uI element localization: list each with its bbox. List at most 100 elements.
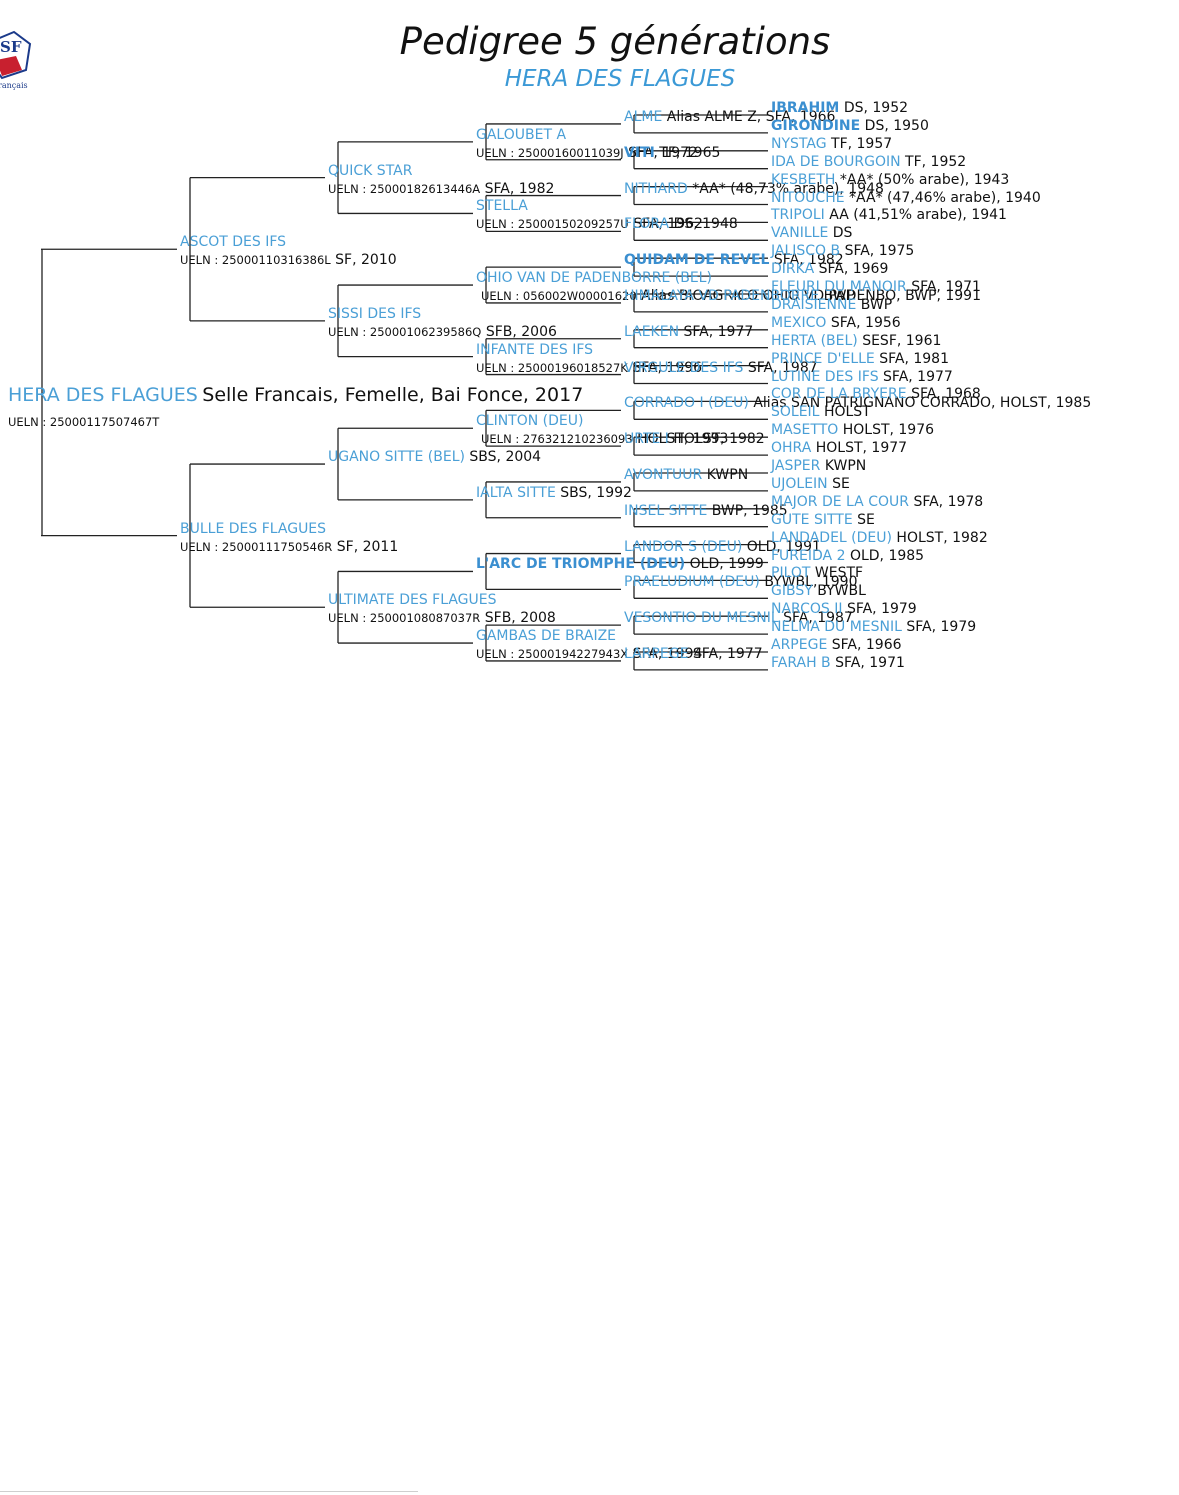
horse-name-link[interactable]: AVONTUUR — [624, 466, 703, 483]
ueln-line: UELN : 25000108087037R SFB, 2008 — [328, 610, 556, 626]
horse-details: KWPN — [706, 466, 749, 483]
horse-name-link[interactable]: BULLE DES FLAGUES — [180, 520, 327, 537]
horse-name-link[interactable]: SISSI DES IFS — [328, 305, 422, 322]
horse-details: SF, 2010 — [335, 252, 397, 269]
horse-name-link[interactable]: HERTA (BEL) — [771, 332, 858, 349]
horse-name-link[interactable]: GAMBAS DE BRAIZE — [476, 628, 617, 645]
ueln-line: UELN : 25000117507467T — [8, 414, 159, 430]
horse-name-link[interactable]: VIRGULE DES IFS — [624, 359, 744, 376]
horse-entry-gen4: QUIDAM DE REVEL SFA, 1982 — [624, 252, 844, 268]
horse-name-link[interactable]: NITHARD — [624, 180, 688, 197]
horse-name-link[interactable]: ULTIMATE DES FLAGUES — [328, 592, 497, 609]
horse-details: SBS, 2004 — [469, 449, 542, 466]
horse-name-link[interactable]: GUTE SITTE — [771, 511, 853, 528]
horse-name-link[interactable]: VANILLE — [771, 225, 829, 242]
horse-name-link[interactable]: SOLEIL — [771, 404, 820, 421]
horse-name-link[interactable]: COR DE LA BRYERE — [771, 386, 907, 403]
horse-name-link[interactable]: MASETTO — [771, 422, 839, 439]
horse-name-link[interactable]: L'ARC DE TRIOMPHE (DEU) — [476, 556, 686, 573]
horse-name-link[interactable]: IBRAHIM — [771, 100, 840, 116]
horse-name-link[interactable]: NELMA DU MESNIL — [771, 619, 902, 636]
horse-name-link[interactable]: GIRONDINE — [771, 117, 861, 134]
horse-name-link[interactable]: LAEKEN — [624, 323, 680, 340]
horse-name-link[interactable]: DIRKA — [771, 261, 815, 278]
horse-details: Alias SAN PATRIGNANO CORRADO, HOLST, 198… — [753, 395, 1092, 412]
ueln-code: UELN : 25000108087037R — [328, 611, 481, 626]
horse-details: SF, 2011 — [336, 538, 399, 555]
horse-name-link[interactable]: NITOUCHE — [771, 189, 845, 206]
horse-name-link[interactable]: CLINTON (DEU) — [476, 413, 584, 430]
horse-name-link[interactable]: UJOLEIN — [771, 475, 828, 492]
horse-name-link[interactable]: JASPER — [771, 458, 821, 474]
horse-entry-gen5: PILOT WESTF — [771, 565, 863, 581]
horse-name-link[interactable]: MEXICO — [771, 314, 827, 331]
horse-name-link[interactable]: HERA DES FLAGUES — [8, 384, 198, 407]
horse-details: AA (41,51% arabe), 1941 — [829, 207, 1007, 224]
horse-name-link[interactable]: INSEL SITTE — [624, 502, 708, 519]
horse-details: SFA, 1972 — [628, 144, 698, 161]
horse-entry-gen5: SOLEIL HOLST — [771, 404, 871, 420]
horse-name-link[interactable]: LANDOR S (DEU) — [624, 538, 743, 555]
horse-entry-gen5: JALISCO B SFA, 1975 — [771, 243, 914, 259]
horse-name-link[interactable]: LARPEGE — [624, 645, 689, 662]
horse-name-link[interactable]: DRAISIENNE — [771, 296, 857, 313]
horse-details: SFA, 1977 — [883, 368, 953, 385]
ueln-line: UELN : 25000106239586Q SFB, 2006 — [328, 324, 557, 340]
horse-details: BYWBL — [817, 583, 866, 600]
horse-entry-gen5: GUTE SITTE SE — [771, 512, 875, 528]
horse-name-link[interactable]: NARCOS II — [771, 601, 843, 618]
horse-details: *AA* (48,73% arabe), 1948 — [692, 180, 884, 197]
horse-entry-gen4: INSEL SITTE BWP, 1985 — [624, 503, 788, 519]
horse-name-link[interactable]: PRAELUDIUM (DEU) — [624, 574, 760, 591]
horse-entry-gen4: VESONTIO DU MESNIL SFA, 1987 — [624, 610, 853, 626]
horse-name-link[interactable]: MAJOR DE LA COUR — [771, 493, 909, 510]
horse-name-link[interactable]: TRIPOLI — [771, 207, 825, 224]
ueln-line: UELN : 25000182613446A SFA, 1982 — [328, 181, 554, 197]
horse-name-link[interactable]: ASCOT DES IFS — [180, 234, 287, 251]
horse-entry-gen5: GIRONDINE DS, 1950 — [771, 118, 929, 134]
horse-name-link[interactable]: LANDADEL (DEU) — [771, 529, 892, 546]
horse-name-link[interactable]: HIMALAYA VD PADENBORRE — [624, 287, 820, 304]
horse-name-link[interactable]: VITI — [624, 144, 655, 161]
horse-name-link[interactable]: NYSTAG — [771, 135, 827, 152]
horse-name-link[interactable]: INFANTE DES IFS — [476, 341, 594, 358]
page-title: Pedigree 5 générations — [399, 20, 831, 63]
page-subtitle: HERA DES FLAGUES — [504, 66, 736, 92]
horse-details: OLD, 1991 — [746, 538, 821, 555]
horse-name-link[interactable]: GALOUBET A — [476, 126, 567, 143]
horse-entry-gen4: LAEKEN SFA, 1977 — [624, 324, 753, 340]
horse-name-link[interactable]: ALME — [624, 108, 663, 125]
horse-name-link[interactable]: CORRADO I (DEU) — [624, 395, 749, 412]
horse-name-link[interactable]: QUIDAM DE REVEL — [624, 252, 770, 269]
horse-name-link[interactable]: ARPEGE — [771, 637, 828, 653]
horse-details: DS, 1950 — [864, 117, 929, 134]
horse-details: DS — [832, 225, 853, 242]
horse-name-link[interactable]: STELLA — [476, 198, 528, 215]
horse-name-link[interactable]: URTE I — [624, 431, 669, 448]
horse-details: TF, 1957 — [831, 135, 893, 152]
horse-name-link[interactable]: IALTA SITTE — [476, 484, 556, 501]
horse-details: *AA* (50% arabe), 1943 — [839, 171, 1010, 188]
ueln-line: UELN : 25000194227943X SFA, 1994 — [476, 646, 702, 662]
horse-name-link[interactable]: FLORA — [624, 216, 670, 233]
horse-name-link[interactable]: LUTINE DES IFS — [771, 368, 879, 385]
horse-name-link[interactable]: OHIO VAN DE PADENBORRE (BEL) — [476, 270, 712, 287]
horse-name-link[interactable]: JALISCO B — [771, 243, 841, 260]
horse-name-link[interactable]: FLEURI DU MANOIR — [771, 279, 907, 295]
horse-name-link[interactable]: PILOT — [771, 565, 811, 582]
horse-name-link[interactable]: QUICK STAR — [328, 162, 413, 179]
horse-entry-gen4: ALME Alias ALME Z, SFA, 1966 — [624, 109, 835, 125]
horse-name-link[interactable]: FARAH B — [771, 654, 831, 671]
ueln-line: UELN : 056002W00001620 Alias BIOAGRICO O… — [481, 288, 981, 304]
horse-name-link[interactable]: VESONTIO DU MESNIL — [624, 610, 779, 627]
horse-name-link[interactable]: PRINCE D'ELLE — [771, 350, 875, 367]
horse-name-link[interactable]: IDA DE BOURGOIN — [771, 153, 901, 170]
horse-name-link[interactable]: GIBSY — [771, 583, 813, 600]
horse-entry-gen4: FLORA DS, 1948 — [624, 216, 738, 232]
horse-name-link[interactable]: UGANO SITTE (BEL) — [328, 449, 465, 466]
horse-entry-gen4: URTE I HOLST, 1982 — [624, 431, 765, 447]
horse-entry-gen5: PRINCE D'ELLE SFA, 1981 — [771, 351, 949, 367]
horse-name-link[interactable]: FUREIDA 2 — [771, 547, 846, 564]
horse-name-link[interactable]: KESBETH — [771, 171, 836, 188]
horse-name-link[interactable]: OHRA — [771, 440, 812, 457]
